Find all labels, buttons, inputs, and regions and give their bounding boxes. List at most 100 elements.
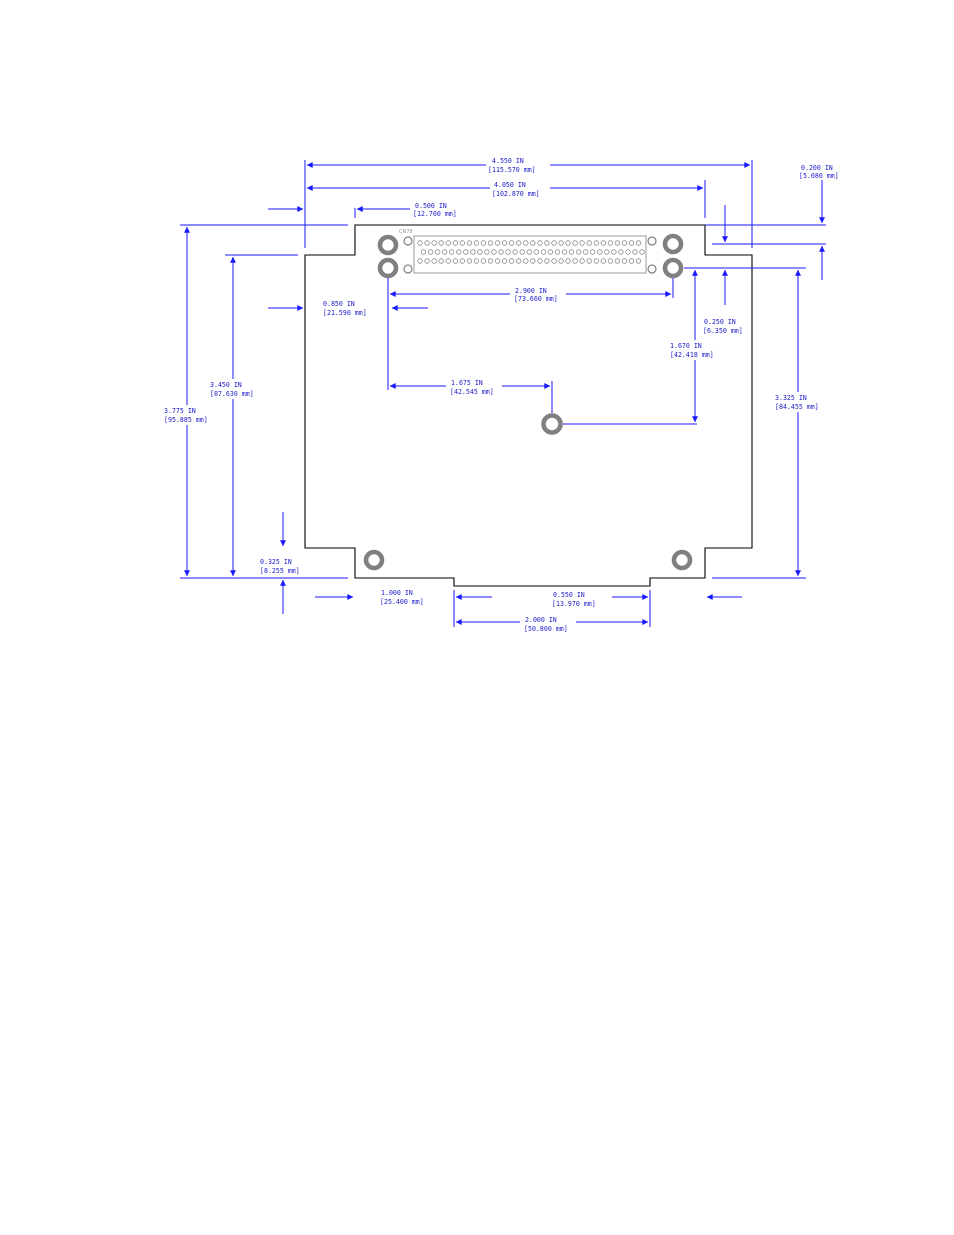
connector-pin xyxy=(516,240,522,246)
mounting-hole-top-right xyxy=(662,233,684,255)
connector: CN78 xyxy=(399,229,647,274)
connector-pin xyxy=(431,258,437,264)
connector-pin xyxy=(614,240,621,246)
connector-pin xyxy=(533,249,539,255)
dim-bottom-left-notch-mm: [25.400 mm] xyxy=(380,598,424,606)
connector-pin xyxy=(473,240,480,246)
connector-pin xyxy=(572,258,578,264)
connector-pin xyxy=(565,240,571,246)
connector-pin xyxy=(628,258,635,264)
connector-pin xyxy=(463,249,469,255)
mounting-hole-bottom-left xyxy=(363,549,385,571)
dim-right-height-mm: [84.455 mm] xyxy=(775,403,819,411)
connector-pin xyxy=(582,249,589,255)
dimension-labels: 4.550 IN [115.570 mm] 4.050 IN [102.870 … xyxy=(160,155,839,634)
dim-bottom-cutout-width-mm: [50.800 mm] xyxy=(524,625,568,633)
dim-center-hole-horizontal-in: 1.675 IN xyxy=(451,379,483,387)
connector-pin xyxy=(551,258,557,264)
dim-center-hole-horizontal-mm: [42.545 mm] xyxy=(450,388,494,396)
connector-pins xyxy=(417,240,645,264)
connector-pin xyxy=(579,258,585,264)
connector-pin xyxy=(508,258,515,264)
dim-center-hole-vertical-mm: [42.418 mm] xyxy=(670,351,714,359)
connector-pin xyxy=(611,249,617,255)
connector-pin xyxy=(494,240,501,246)
connector-pin xyxy=(530,240,536,246)
dim-corner-offset-in: 0.200 IN xyxy=(801,164,833,172)
connector-pin xyxy=(537,240,543,246)
connector-pin xyxy=(544,258,550,264)
dim-top-step-mm: [12.700 mm] xyxy=(413,210,457,218)
dim-left-to-connector-mm: [21.590 mm] xyxy=(323,309,367,317)
board-outline xyxy=(304,224,753,587)
connector-pin xyxy=(614,258,621,264)
connector-pin xyxy=(554,249,561,255)
connector-screw-bottom-right xyxy=(647,264,657,274)
connector-pin xyxy=(459,258,465,264)
connector-screw-top-right xyxy=(647,236,657,246)
connector-pin xyxy=(470,249,476,255)
connector-pin xyxy=(523,240,529,246)
connector-pin xyxy=(537,258,543,264)
dim-center-hole-vertical-in: 1.670 IN xyxy=(670,342,702,350)
connector-pin xyxy=(449,249,455,255)
connector-pin xyxy=(604,249,610,255)
dim-bottom-cutout-width-in: 2.000 IN xyxy=(525,616,557,624)
connector-pin xyxy=(473,258,480,264)
connector-screw-top-left xyxy=(403,236,413,246)
mounting-hole-center xyxy=(541,413,563,435)
connector-pin xyxy=(484,249,490,255)
connector-pin xyxy=(561,249,568,255)
connector-pin xyxy=(625,249,631,255)
connector-pin xyxy=(565,258,571,264)
connector-pin xyxy=(466,258,473,264)
connector-pin xyxy=(621,240,628,246)
dim-hole-spacing-in: 2.900 IN xyxy=(515,287,547,295)
connector-pin xyxy=(607,258,614,264)
connector-pin xyxy=(586,240,592,246)
connector-pin xyxy=(501,240,508,246)
connector-pin xyxy=(579,240,585,246)
connector-pin xyxy=(586,258,592,264)
connector-pin xyxy=(523,258,529,264)
dim-overall-width-mm: [115.570 mm] xyxy=(488,166,536,174)
connector-pin xyxy=(424,258,430,264)
connector-pin xyxy=(639,249,645,255)
connector-pin xyxy=(512,249,518,255)
dim-inner-width-in: 4.050 IN xyxy=(494,181,526,189)
connector-pin xyxy=(456,249,462,255)
connector-pin xyxy=(635,258,642,264)
dim-hole-offset-right-mm: [6.350 mm] xyxy=(703,327,743,335)
mounting-hole-mid-left xyxy=(377,257,399,279)
dim-overall-height-in: 3.775 IN xyxy=(164,407,196,415)
connector-pin xyxy=(417,258,423,264)
mounting-hole-mid-right xyxy=(662,257,684,279)
connector-pin xyxy=(568,249,575,255)
dim-inner-height-mm: [87.630 mm] xyxy=(210,390,254,398)
dim-bottom-right-notch-mm: [13.970 mm] xyxy=(552,600,596,608)
connector-pin xyxy=(572,240,578,246)
mounting-hole-bottom-right xyxy=(671,549,693,571)
connector-pin xyxy=(431,240,437,246)
dim-right-height-in: 3.325 IN xyxy=(775,394,807,402)
connector-pin xyxy=(621,258,628,264)
connector-pin xyxy=(445,240,451,246)
connector-pin xyxy=(434,249,441,255)
connector-pin xyxy=(635,240,642,246)
connector-pin xyxy=(597,249,603,255)
connector-pin xyxy=(427,249,434,255)
connector-pin xyxy=(459,240,465,246)
connector-pin xyxy=(438,240,444,246)
dim-hole-offset-right-in: 0.250 IN xyxy=(704,318,736,326)
connector-pin xyxy=(575,249,582,255)
dim-bottom-step-mm: [8.255 mm] xyxy=(260,567,300,575)
connector-pin xyxy=(445,258,451,264)
connector-pin xyxy=(505,249,511,255)
connector-pin xyxy=(600,240,606,246)
connector-pin xyxy=(420,249,427,255)
connector-pin xyxy=(452,240,458,246)
connector-pin xyxy=(508,240,515,246)
connector-pin xyxy=(466,240,473,246)
dim-bottom-step-in: 0.325 IN xyxy=(260,558,292,566)
connector-pin xyxy=(530,258,536,264)
